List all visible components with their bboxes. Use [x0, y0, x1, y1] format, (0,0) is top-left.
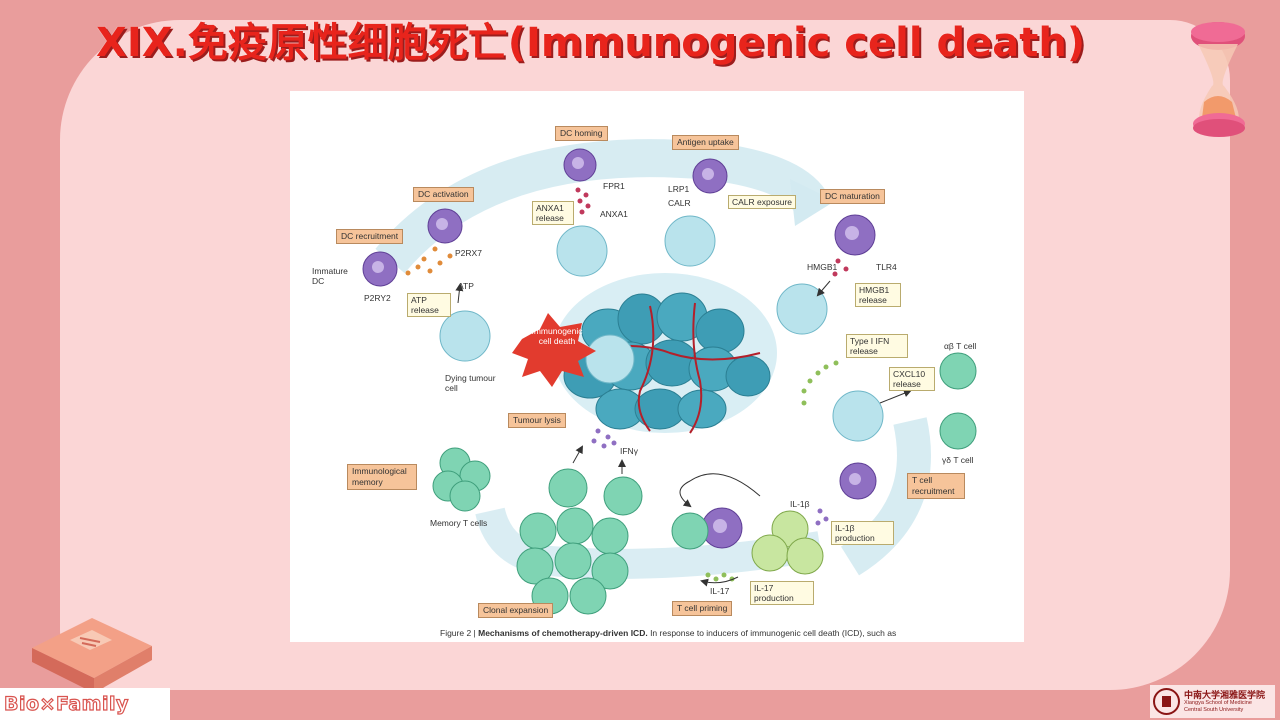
label-il1b: IL-1β [790, 499, 810, 509]
label-type1-ifn-release: Type I IFN release [846, 334, 908, 358]
figure-icd-mechanisms: DC homing Antigen uptake DC activation D… [290, 91, 1024, 642]
bio-family-logo: Bio×Family [0, 688, 170, 720]
arrow-ifn [572, 445, 583, 464]
book-icon [32, 618, 152, 693]
arrow-il17 [700, 576, 739, 587]
label-t-cell-recruitment: T cell recruitment [907, 473, 965, 499]
label-il17-production: IL-17 production [750, 581, 814, 605]
label-p2ry2: P2RY2 [364, 293, 391, 303]
label-p2rx7: P2RX7 [455, 248, 482, 258]
type1-ifn-dots [801, 360, 839, 406]
xiangya-logo-en2: Central South University [1184, 707, 1244, 713]
il17-dots [705, 572, 735, 582]
arrow-priming-cycle [679, 473, 761, 508]
label-cxcl10-release: CXCL10 release [889, 367, 935, 391]
label-ab-t-cell: αβ T cell [944, 341, 977, 351]
label-calr-exposure: CALR exposure [728, 195, 797, 209]
figure-caption: Figure 2 | Mechanisms of chemotherapy-dr… [440, 628, 896, 638]
caption-rest: In response to inducers of immunogenic c… [647, 628, 897, 638]
icd-diagram [362, 139, 977, 615]
xiangya-logo-cn: 中南大学湘雅医学院 [1184, 690, 1266, 700]
label-anxa1-release: ANXA1 release [532, 201, 574, 225]
cycle-arrowhead-top [790, 179, 835, 226]
label-memory-t-cells: Memory T cells [430, 518, 488, 528]
label-ifn-gamma: IFNγ [620, 446, 638, 456]
label-atp-release: ATP release [407, 293, 451, 317]
label-fpr1: FPR1 [603, 181, 625, 191]
arrow-cxcl10 [879, 389, 912, 404]
label-hmgb1: HMGB1 [807, 262, 838, 272]
il1b-dots [815, 508, 829, 526]
label-antigen-uptake: Antigen uptake [672, 135, 739, 150]
xiangya-logo-en1: Xiangya School of Medicine [1184, 700, 1252, 706]
label-il1b-production: IL-1β production [831, 521, 894, 545]
atp-dots [405, 246, 453, 276]
caption-prefix: Figure 2 | [440, 628, 479, 638]
icd-burst-shape [512, 313, 596, 387]
il17-cells [751, 510, 824, 575]
label-atp: ATP [458, 281, 474, 291]
label-il17: IL-17 [710, 586, 730, 596]
label-tumour-lysis: Tumour lysis [508, 413, 566, 428]
label-immunological-memory: Immunological memory [347, 464, 417, 490]
label-dying-tumour-cell: Dying tumour cell [445, 373, 496, 393]
hmgb1-dots [832, 258, 849, 277]
label-dc-activation: DC activation [413, 187, 474, 202]
arrow-hmgb1 [816, 280, 831, 297]
label-dc-recruitment: DC recruitment [336, 229, 404, 244]
dc-cells [362, 148, 877, 549]
label-lrp1: LRP1 [668, 184, 690, 194]
label-dc-homing: DC homing [555, 126, 608, 141]
xiangya-logo: 中南大学湘雅医学院 Xiangya School of Medicine Cen… [1150, 685, 1275, 718]
label-immature-dc: Immature DC [312, 266, 348, 286]
label-t-cell-priming: T cell priming [672, 601, 733, 616]
dc-nuclei [372, 157, 861, 533]
label-hmgb1-release: HMGB1 release [855, 283, 901, 307]
dying-tumour-cells [439, 215, 884, 442]
ifn-dots [591, 428, 617, 449]
seal-icon [1153, 688, 1180, 715]
label-gd-t-cell: γδ T cell [942, 455, 974, 465]
label-dc-maturation: DC maturation [820, 189, 885, 204]
caption-bold: Mechanisms of chemotherapy-driven ICD. [478, 628, 648, 638]
slide-title: XIX.免疫原性细胞死亡(Immunogenic cell death) [96, 20, 1086, 66]
label-clonal-expansion: Clonal expansion [478, 603, 554, 618]
bio-family-logo-text: Bio×Family [3, 692, 129, 715]
label-immunogenic-cell-death: Immunogenic cell death [531, 326, 583, 346]
hourglass-icon [1191, 22, 1245, 137]
cycle-arrow-right [840, 417, 931, 576]
t-cells [432, 352, 977, 615]
arrow-atp [455, 283, 464, 304]
label-anxa1: ANXA1 [600, 209, 628, 219]
label-calr: CALR [668, 198, 691, 208]
anxa1-dots [575, 187, 591, 215]
tumour-mass [553, 273, 777, 434]
label-tlr4: TLR4 [876, 262, 897, 272]
